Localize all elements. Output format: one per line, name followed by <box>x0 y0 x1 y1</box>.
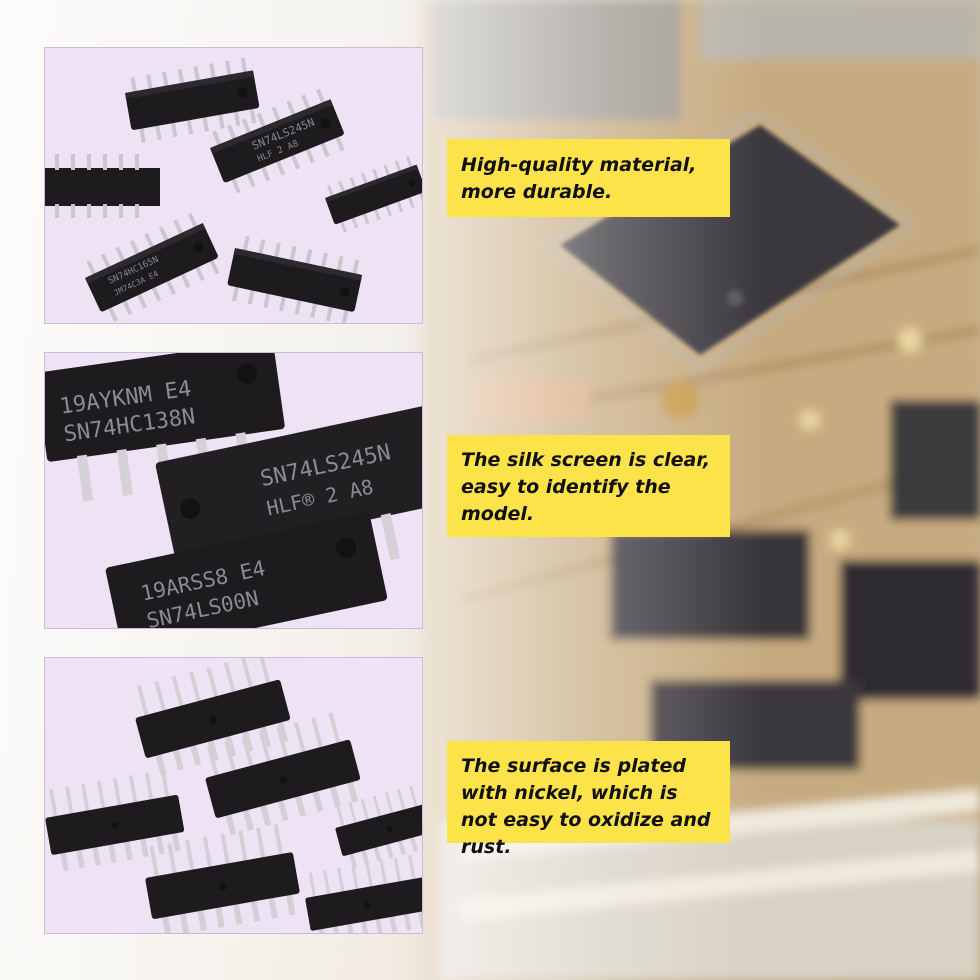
photo-silk-screen-closeup: 19AYKNM E4 SN74HC138N SN74LS245N HLF® 2 … <box>44 352 423 629</box>
callout-silk-screen: The silk screen is clear, easy to identi… <box>447 435 730 537</box>
callout-material: High-quality material, more durable. <box>447 139 730 217</box>
photo-nickel-plated-pins <box>44 657 423 934</box>
callout-text: The silk screen is clear, easy to identi… <box>461 449 711 525</box>
chips-overview-illustration: SN74LS245N HLF 2 A8 SN74HC165N JM74C3A E… <box>45 56 422 323</box>
callout-text: The surface is plated with nickel, which… <box>461 755 711 858</box>
callout-text: High-quality material, more durable. <box>461 154 697 203</box>
photo-chips-overview: SN74LS245N HLF 2 A8 SN74HC165N JM74C3A E… <box>44 47 423 324</box>
silk-screen-illustration: 19AYKNM E4 SN74HC138N SN74LS245N HLF® 2 … <box>45 353 422 628</box>
callout-nickel-plating: The surface is plated with nickel, which… <box>447 741 730 858</box>
nickel-pins-illustration <box>45 658 422 933</box>
